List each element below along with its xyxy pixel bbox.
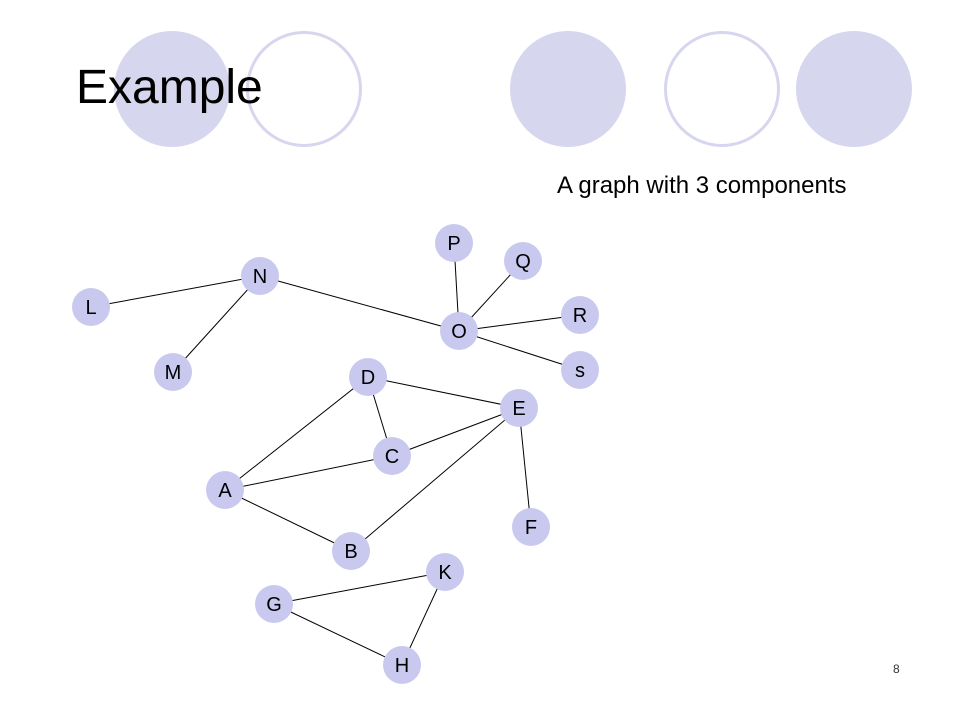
edge-G-K xyxy=(273,571,446,605)
node-circle xyxy=(435,224,473,262)
graph-node-G: G xyxy=(255,585,293,623)
node-circle xyxy=(426,553,464,591)
graph-node-E: E xyxy=(500,389,538,427)
decorative-circle xyxy=(114,31,230,147)
node-label: R xyxy=(573,305,587,327)
graph-node-K: K xyxy=(426,553,464,591)
edge-C-E xyxy=(391,407,520,457)
node-circle xyxy=(504,242,542,280)
node-label: L xyxy=(85,297,96,319)
graph-node-C: C xyxy=(373,437,411,475)
node-label: H xyxy=(395,655,409,677)
edge-E-F xyxy=(518,407,532,528)
decorative-circle xyxy=(796,31,912,147)
node-circle xyxy=(383,646,421,684)
node-label: G xyxy=(266,594,282,616)
node-label: A xyxy=(218,480,232,502)
edge-N-M xyxy=(172,275,261,373)
node-circle xyxy=(332,532,370,570)
edge-N-O xyxy=(259,275,460,332)
node-label: Q xyxy=(515,251,531,273)
node-label: B xyxy=(344,541,357,563)
graph-node-P: P xyxy=(435,224,473,262)
node-circle xyxy=(561,296,599,334)
node-circle xyxy=(512,508,550,546)
edge-A-B xyxy=(224,489,352,552)
graph-node-Q: Q xyxy=(504,242,542,280)
node-label: N xyxy=(253,266,267,288)
graph-node-O: O xyxy=(440,312,478,350)
edge-O-R xyxy=(458,314,581,332)
node-circle xyxy=(206,471,244,509)
node-label: C xyxy=(385,446,399,468)
decorative-circle xyxy=(510,31,626,147)
node-label: M xyxy=(165,362,182,384)
edge-B-E xyxy=(350,407,520,552)
edge-D-E xyxy=(367,376,520,409)
graph-node-s: s xyxy=(561,351,599,389)
node-label: s xyxy=(575,360,585,382)
node-label: F xyxy=(525,517,537,539)
node-circle xyxy=(373,437,411,475)
node-circle xyxy=(440,312,478,350)
graph-node-H: H xyxy=(383,646,421,684)
node-label: E xyxy=(512,398,525,420)
graph-node-L: L xyxy=(72,288,110,326)
edge-O-s xyxy=(458,330,581,371)
node-label: D xyxy=(361,367,375,389)
graph-node-R: R xyxy=(561,296,599,334)
graph-node-M: M xyxy=(154,353,192,391)
graph-caption: A graph with 3 components xyxy=(557,172,847,199)
graph-node-A: A xyxy=(206,471,244,509)
graph-edges xyxy=(90,242,581,666)
graph-node-D: D xyxy=(349,358,387,396)
graph-node-F: F xyxy=(512,508,550,546)
node-circle xyxy=(349,358,387,396)
node-circle xyxy=(255,585,293,623)
node-circle xyxy=(72,288,110,326)
node-circle xyxy=(241,257,279,295)
edge-L-N xyxy=(90,275,261,308)
decorative-ring xyxy=(246,31,362,147)
decorative-ring xyxy=(664,31,780,147)
node-label: O xyxy=(451,321,467,343)
edge-G-H xyxy=(273,603,403,666)
page-number: 8 xyxy=(893,662,900,676)
graph-node-N: N xyxy=(241,257,279,295)
edge-D-A xyxy=(224,376,369,491)
node-circle xyxy=(154,353,192,391)
edge-A-C xyxy=(224,455,393,491)
slide-title: Example xyxy=(76,61,263,114)
node-label: P xyxy=(447,233,460,255)
node-circle xyxy=(561,351,599,389)
node-label: K xyxy=(438,562,452,584)
node-circle xyxy=(500,389,538,427)
graph-node-B: B xyxy=(332,532,370,570)
